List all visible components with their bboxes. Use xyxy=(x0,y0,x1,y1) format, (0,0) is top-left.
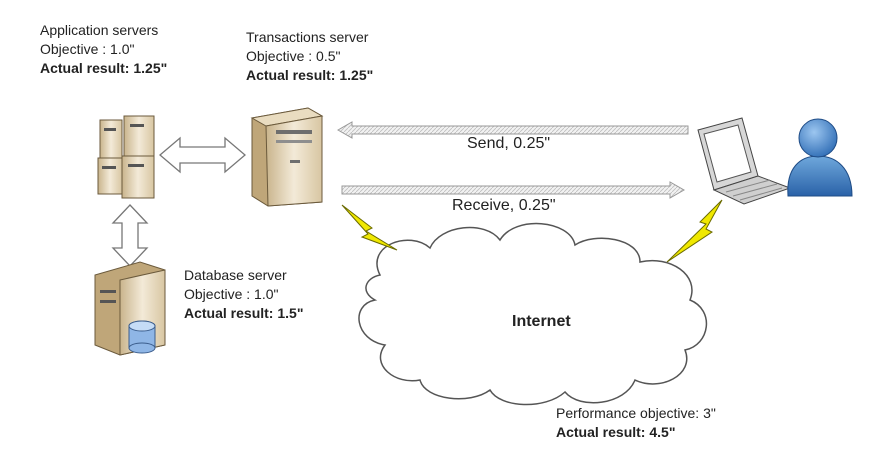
database-server-label: Database server Objective : 1.0" Actual … xyxy=(184,266,303,323)
overall-actual: Actual result: 4.5" xyxy=(556,424,676,440)
database-server-icon xyxy=(94,261,166,356)
app-servers-actual: Actual result: 1.25" xyxy=(40,60,168,76)
send-arrow xyxy=(336,121,689,139)
app-servers-label: Application servers Objective : 1.0" Act… xyxy=(40,21,167,78)
send-label: Send, 0.25" xyxy=(467,135,551,152)
user-icon xyxy=(787,118,853,197)
internet-cloud-icon xyxy=(358,222,707,406)
overall-performance-label: Performance objective: 3" Actual result:… xyxy=(556,404,716,442)
receive-label: Receive, 0.25" xyxy=(452,197,556,214)
laptop-icon xyxy=(697,117,792,205)
app-servers-objective: Objective : 1.0" xyxy=(40,41,135,57)
app-servers-title: Application servers xyxy=(40,22,159,38)
transactions-server-label: Transactions server Objective : 0.5" Act… xyxy=(246,28,373,85)
lightning-icon xyxy=(341,204,398,251)
transactions-server-actual: Actual result: 1.25" xyxy=(246,67,374,83)
lightning-icon xyxy=(666,199,723,263)
receive-arrow xyxy=(341,181,686,199)
tower-server-icon xyxy=(250,107,324,207)
overall-objective: Performance objective: 3" xyxy=(556,405,716,421)
database-server-objective: Objective : 1.0" xyxy=(184,286,279,302)
transactions-server-title: Transactions server xyxy=(246,29,369,45)
app-transactions-arrow xyxy=(158,136,247,174)
database-server-title: Database server xyxy=(184,267,287,283)
transactions-server-objective: Objective : 0.5" xyxy=(246,48,341,64)
internet-label: Internet xyxy=(512,313,571,330)
server-rack-icon xyxy=(97,115,155,199)
database-server-actual: Actual result: 1.5" xyxy=(184,305,304,321)
app-database-arrow xyxy=(111,204,149,267)
